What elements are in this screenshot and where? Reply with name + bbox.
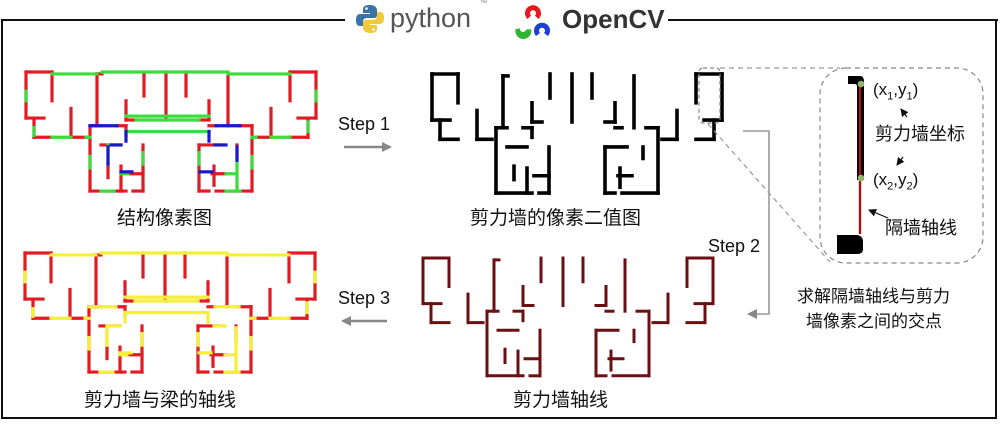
description-line-1: 求解隔墙轴线与剪力 xyxy=(797,287,950,307)
point1-y: y xyxy=(898,80,907,99)
point2-y: y xyxy=(898,170,907,189)
point2-coordinate: (x2,y2) xyxy=(873,170,919,193)
frame-top-border-left xyxy=(1,19,345,21)
shear-wall-binary-plan xyxy=(430,72,724,195)
point1-y-index: 1 xyxy=(906,90,913,103)
detail-arrow-to-point1 xyxy=(900,108,909,118)
point2-x-index: 2 xyxy=(887,180,894,193)
shear-wall-axis-plan xyxy=(421,256,715,378)
wall-beam-axis-plan xyxy=(23,251,317,374)
step3-label: Step 3 xyxy=(338,288,391,308)
caption-wall-beam-axis: 剪力墙与梁的轴线 xyxy=(84,389,237,411)
detail-point-2 xyxy=(857,174,865,182)
description-line-2: 墙像素之间的交点 xyxy=(806,312,942,332)
caption-shear-wall-axis: 剪力墙轴线 xyxy=(513,389,609,411)
point1-x-index: 1 xyxy=(887,90,894,103)
zoom-connector-bottom xyxy=(707,123,831,263)
caption-shear-wall-binary: 剪力墙的像素二值图 xyxy=(470,207,642,229)
opencv-logo-text: OpenCV xyxy=(562,4,665,34)
structure-pixel-plan xyxy=(24,70,318,193)
step1-label: Step 1 xyxy=(338,114,391,134)
detail-point-1 xyxy=(857,80,865,88)
point1-x: x xyxy=(878,80,888,99)
point1-coordinate: (x1,y1) xyxy=(873,80,919,103)
point2-y-index: 2 xyxy=(906,180,913,193)
caption-structure-pixels: 结构像素图 xyxy=(117,207,213,229)
header-logos: python ™ OpenCV xyxy=(350,0,668,40)
diagram-frame xyxy=(1,19,997,419)
detail-arrow-to-point2 xyxy=(896,156,905,166)
detail-wall-drawing xyxy=(837,76,909,254)
python-trademark: ™ xyxy=(480,0,487,7)
partition-axis-label: 隔墙轴线 xyxy=(885,218,957,239)
detail-corner-pixels xyxy=(837,235,863,254)
detail-arrow-to-axis xyxy=(868,209,889,219)
zoom-detail-box xyxy=(819,67,984,264)
frame-top-border-right xyxy=(668,19,998,21)
detail-shear-wall-pixels xyxy=(848,76,864,180)
shear-wall-coordinate-label: 剪力墙坐标 xyxy=(875,124,965,145)
step2-label: Step 2 xyxy=(708,236,761,256)
python-logo-icon xyxy=(356,5,384,33)
point2-x: x xyxy=(878,170,888,189)
step2-arrow xyxy=(743,130,770,319)
opencv-logo-icon xyxy=(515,5,550,39)
python-logo-text: python xyxy=(390,3,472,33)
zoom-source-box xyxy=(698,67,721,124)
